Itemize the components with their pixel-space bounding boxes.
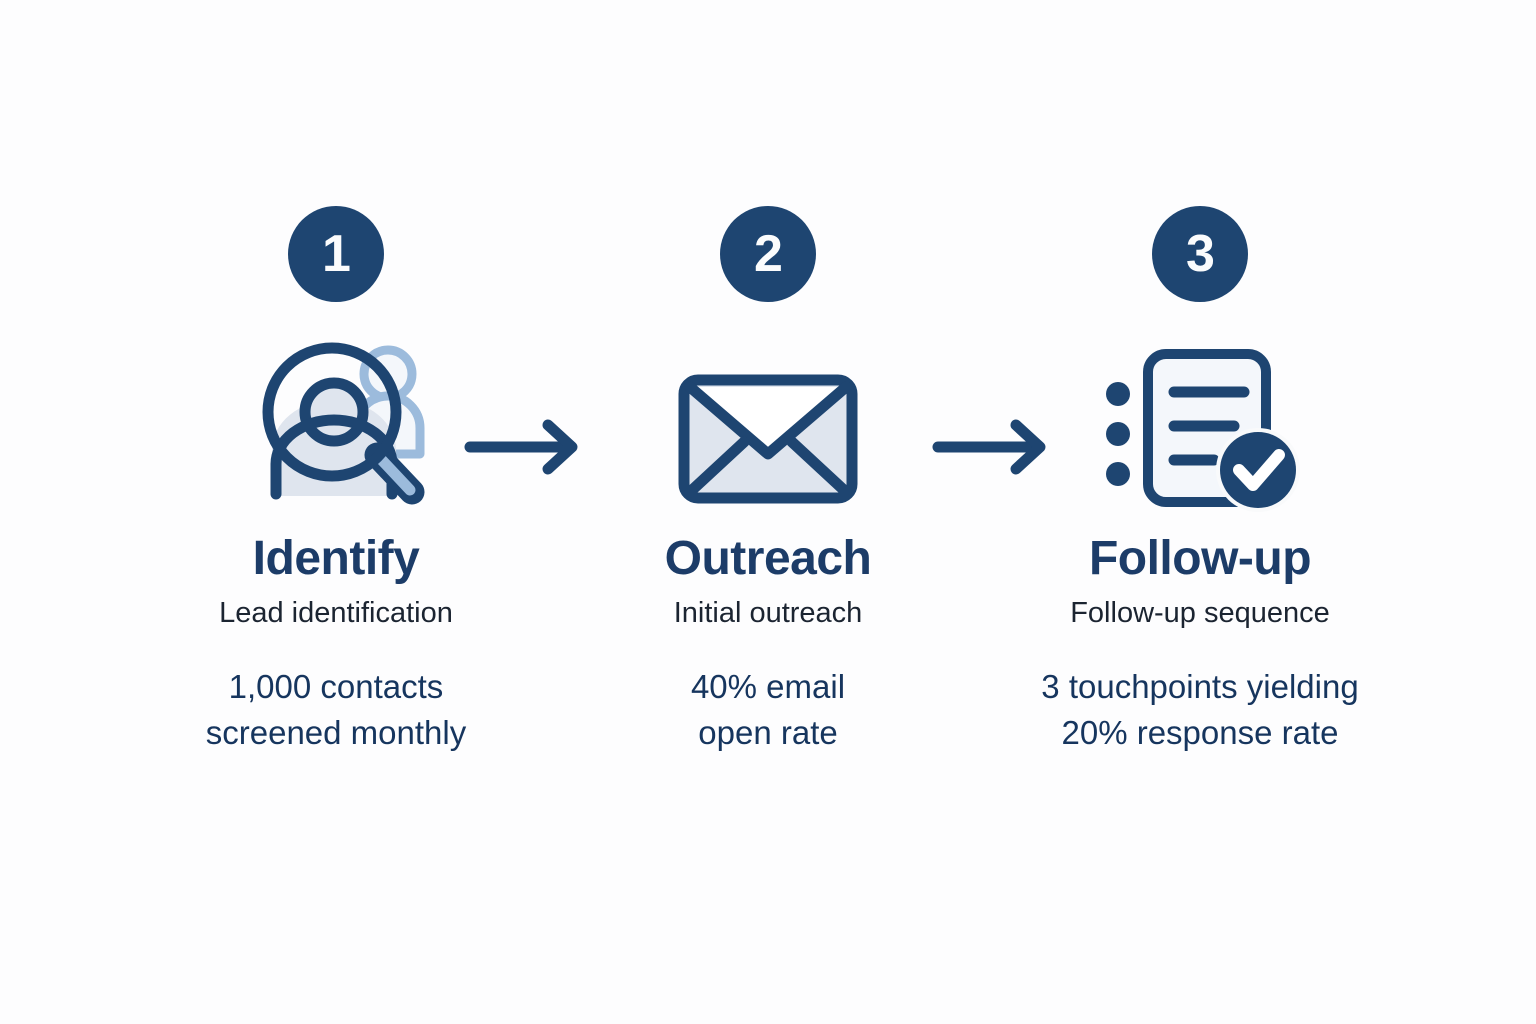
steps-row: 1: [0, 206, 1536, 755]
step-subtitle-2: Initial outreach: [673, 597, 863, 630]
step-number-3: 3: [1186, 225, 1215, 283]
arrow-right-icon-2: [930, 418, 1058, 481]
step-title-3: Follow-up: [1088, 532, 1312, 585]
step-number-2: 2: [754, 225, 783, 283]
step-2: 2 Outreach Initial outreach 40% email op…: [552, 206, 984, 755]
step-metric-1: 1,000 contacts screened monthly: [205, 668, 467, 751]
checklist-document-icon: [1100, 340, 1300, 516]
step-number-badge-1: 1: [288, 206, 384, 302]
step-3: 3: [984, 206, 1416, 755]
person-search-icon: [236, 340, 436, 516]
step-number-1: 1: [322, 225, 351, 283]
step-metric-3: 3 touchpoints yielding 20% response rate: [1041, 668, 1359, 751]
step-subtitle-3: Follow-up sequence: [1070, 597, 1330, 630]
step-subtitle-1: Lead identification: [219, 597, 453, 630]
step-1: 1: [120, 206, 552, 755]
step-title-1: Identify: [252, 532, 420, 585]
step-metric-2: 40% email open rate: [690, 668, 846, 751]
arrow-right-icon-1: [462, 418, 590, 481]
step-title-2: Outreach: [664, 532, 872, 585]
envelope-icon: [668, 340, 868, 516]
step-number-badge-3: 3: [1152, 206, 1248, 302]
step-number-badge-2: 2: [720, 206, 816, 302]
